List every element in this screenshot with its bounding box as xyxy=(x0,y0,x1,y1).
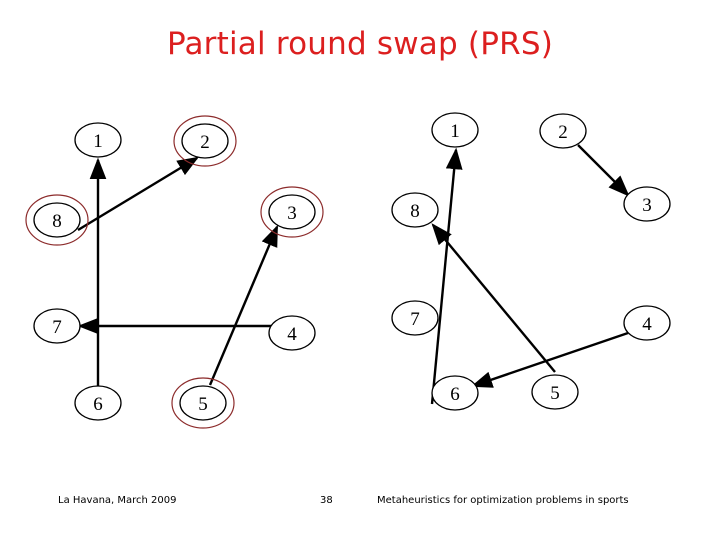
node-label-4: 4 xyxy=(287,324,297,345)
footer-presentation-title: Metaheuristics for optimization problems… xyxy=(377,495,629,506)
node-circle-1 xyxy=(431,112,479,148)
arrow-5-to-3 xyxy=(208,224,279,386)
node-group-after: 1 2 3 4 5 6 7 8 xyxy=(391,112,671,411)
node-circle-8 xyxy=(391,192,439,228)
node-7[interactable]: 7 xyxy=(391,300,439,336)
arrow-4-to-6 xyxy=(470,331,629,388)
node-4[interactable]: 4 xyxy=(268,315,316,351)
footer-conference-label: La Havana, March 2009 xyxy=(58,495,177,506)
node-1[interactable]: 1 xyxy=(431,112,479,148)
highlight-ring-2 xyxy=(173,115,237,167)
node-label-4: 4 xyxy=(642,314,652,335)
node-4[interactable]: 4 xyxy=(623,305,671,341)
node-5[interactable]: 5 xyxy=(171,377,235,429)
node-circle-4 xyxy=(623,305,671,341)
arrow-5-to-8 xyxy=(431,223,556,373)
node-2[interactable]: 2 xyxy=(173,115,237,167)
page-title: Partial round swap (PRS) xyxy=(166,26,554,62)
node-circle-6 xyxy=(431,375,479,411)
node-label-5: 5 xyxy=(550,383,560,404)
node-2[interactable]: 2 xyxy=(539,113,587,149)
node-label-2: 2 xyxy=(200,132,210,153)
arrow-8-to-2 xyxy=(77,156,200,232)
node-circle-2 xyxy=(539,113,587,149)
node-circle-5 xyxy=(179,385,227,421)
node-8[interactable]: 8 xyxy=(25,194,89,246)
node-label-3: 3 xyxy=(287,203,297,224)
node-circle-8 xyxy=(33,202,81,238)
node-label-7: 7 xyxy=(410,309,420,330)
node-5[interactable]: 5 xyxy=(531,374,579,410)
node-circle-5 xyxy=(531,374,579,410)
node-label-3: 3 xyxy=(642,195,652,216)
arrow-group-before xyxy=(77,156,279,386)
node-3[interactable]: 3 xyxy=(260,186,324,238)
node-circle-7 xyxy=(33,308,81,344)
node-circle-4 xyxy=(268,315,316,351)
node-label-6: 6 xyxy=(93,394,103,415)
highlight-ring-8 xyxy=(25,194,89,246)
node-circle-3 xyxy=(623,186,671,222)
arrow-group-after xyxy=(430,144,630,405)
node-label-8: 8 xyxy=(410,201,420,222)
node-circle-2 xyxy=(181,123,229,159)
node-label-5: 5 xyxy=(198,394,208,415)
node-6[interactable]: 6 xyxy=(74,385,122,421)
node-label-1: 1 xyxy=(93,131,103,152)
node-8[interactable]: 8 xyxy=(391,192,439,228)
node-circle-1 xyxy=(74,122,122,158)
arrow-7-to-1 xyxy=(430,147,463,405)
highlight-ring-5 xyxy=(171,377,235,429)
node-label-6: 6 xyxy=(450,384,460,405)
node-label-7: 7 xyxy=(52,317,62,338)
node-3[interactable]: 3 xyxy=(623,186,671,222)
highlight-ring-3 xyxy=(260,186,324,238)
node-group-before: 1 2 3 4 5 6 7 8 xyxy=(25,115,324,429)
node-7[interactable]: 7 xyxy=(33,308,81,344)
node-circle-7 xyxy=(391,300,439,336)
node-1[interactable]: 1 xyxy=(74,122,122,158)
node-6[interactable]: 6 xyxy=(431,375,479,411)
node-circle-3 xyxy=(268,194,316,230)
node-label-2: 2 xyxy=(558,122,568,143)
node-label-1: 1 xyxy=(450,121,460,142)
arrow-2-to-3 xyxy=(577,144,630,197)
node-label-8: 8 xyxy=(52,211,62,232)
footer-page-number: 38 xyxy=(320,495,333,506)
node-circle-6 xyxy=(74,385,122,421)
